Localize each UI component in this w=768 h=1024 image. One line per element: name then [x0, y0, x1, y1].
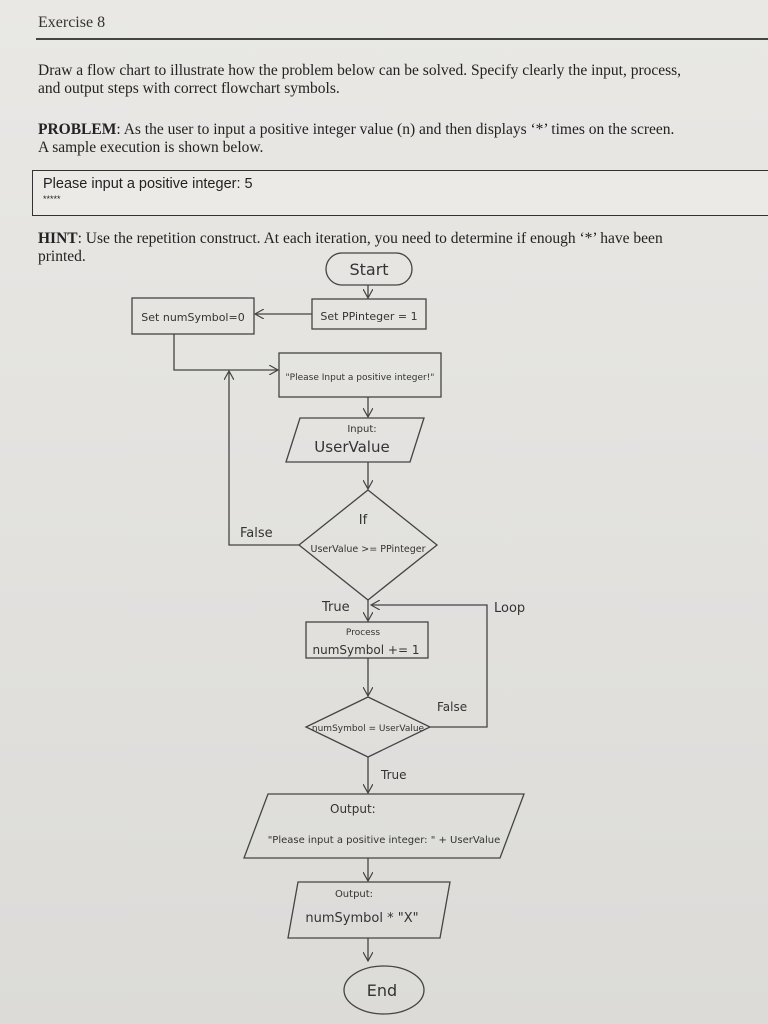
hint-line1: HINT: Use the repetition construct. At e… — [38, 230, 768, 248]
prompt-output-label: "Please Input a positive integer!" — [286, 373, 435, 383]
init-num-label: Set numSymbol=0 — [141, 311, 244, 324]
true1-label: True — [321, 600, 350, 615]
problem-statement: PROBLEM: As the user to input a positive… — [38, 121, 768, 157]
hint-statement: HINT: Use the repetition construct. At e… — [38, 230, 768, 266]
instructions-line1: Draw a flow chart to illustrate how the … — [38, 62, 682, 79]
problem-text1: : As the user to input a positive intege… — [116, 121, 675, 138]
sample-execution-box: Please input a positive integer: 5 ***** — [32, 170, 768, 216]
sample-prompt: Please input a positive integer: 5 — [43, 176, 253, 192]
instructions: Draw a flow chart to illustrate how the … — [38, 62, 768, 98]
exercise-title: Exercise 8 — [38, 14, 106, 31]
process-label: Process — [346, 628, 380, 638]
arrow-false2-loop — [372, 605, 488, 728]
problem-line2: A sample execution is shown below. — [38, 139, 264, 156]
prompt-output-box — [278, 352, 442, 398]
problem-line1: PROBLEM: As the user to input a positive… — [38, 121, 768, 139]
output2-label: Output: — [335, 889, 373, 900]
problem-label: PROBLEM — [38, 121, 117, 138]
input-parallelogram — [285, 417, 425, 463]
title-rule — [36, 38, 768, 40]
decision1-cond: UserValue >= PPinteger — [311, 544, 426, 555]
false2-label: False — [437, 700, 467, 714]
output1-label: Output: — [330, 802, 376, 816]
instructions-line2: and output steps with correct flowchart … — [38, 80, 340, 97]
false1-label: False — [240, 526, 273, 541]
loop-label: Loop — [494, 601, 525, 616]
true2-label: True — [380, 768, 407, 782]
sample-output: ***** — [43, 194, 61, 204]
process-stmt: numSymbol += 1 — [313, 643, 420, 657]
start-terminal — [325, 252, 413, 286]
hint-label: HINT — [38, 230, 78, 247]
start-label: Start — [349, 260, 388, 279]
output1-text: "Please input a positive integer: " + Us… — [268, 835, 501, 846]
output2-parallelogram — [287, 881, 451, 939]
decision1-if: If — [359, 513, 368, 528]
hint-text1: : Use the repetition construct. At each … — [77, 230, 663, 247]
end-terminal — [343, 965, 425, 1015]
input-label: Input: — [347, 424, 376, 435]
end-label: End — [367, 981, 397, 1000]
arrow-numsymbol-to-prompt — [173, 334, 277, 370]
output1-parallelogram — [243, 793, 525, 859]
init-num-box — [131, 297, 255, 335]
hint-line2: printed. — [38, 248, 86, 265]
process-box — [305, 621, 429, 659]
output2-text: numSymbol * "X" — [305, 911, 418, 926]
input-var: UserValue — [314, 438, 389, 456]
init-pos-label: Set PPinteger = 1 — [320, 310, 417, 323]
arrow-false-loopback — [229, 372, 299, 546]
decision2-cond: numSymbol = UserValue — [312, 724, 425, 734]
